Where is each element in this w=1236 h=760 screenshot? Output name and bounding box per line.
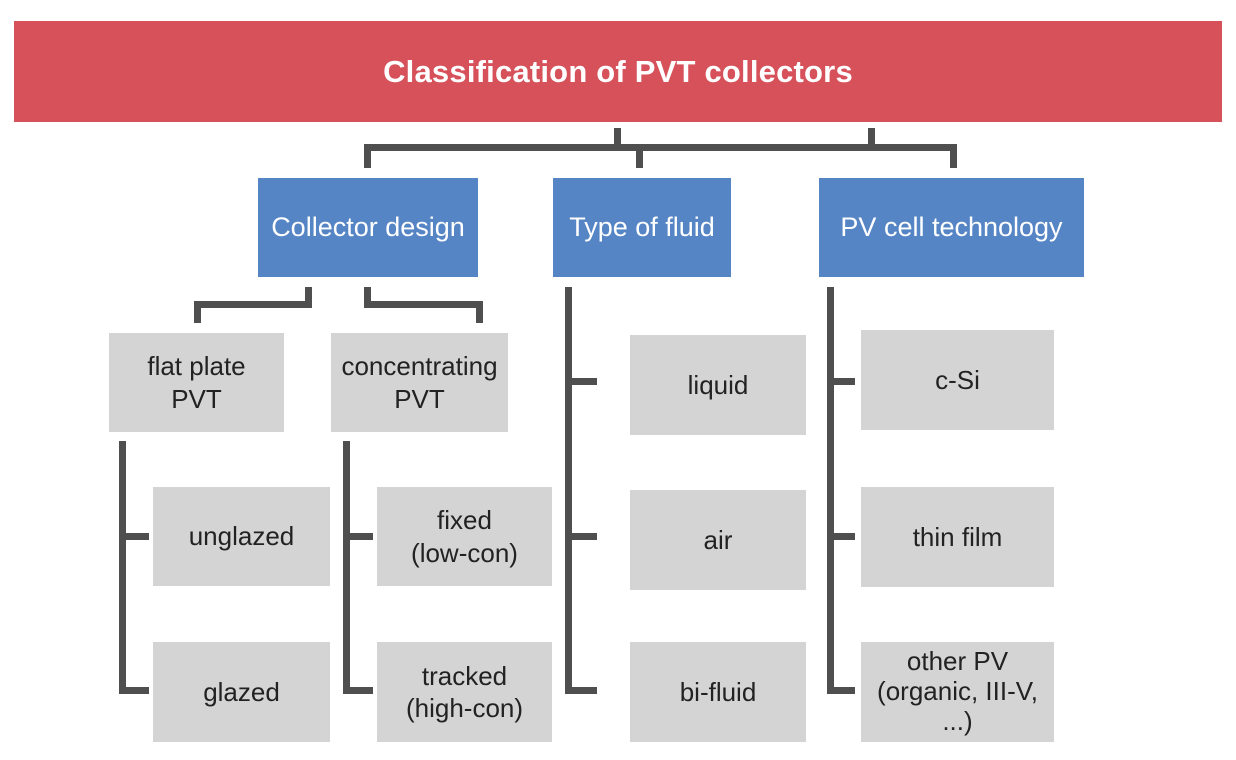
leaf-bi-fluid: bi-fluid [630,642,806,742]
connector [343,687,373,694]
connector [364,144,957,151]
connector [827,533,855,540]
connector [194,301,201,323]
connector [364,287,371,305]
connector [950,144,957,168]
connector [343,533,373,540]
connector [868,128,875,145]
connector [565,378,597,385]
leaf-thin-film: thin film [861,487,1054,587]
leaf-glazed: glazed [153,642,330,742]
connector [636,144,643,168]
concentrating-label-line2: PVT [394,383,445,414]
leaf-c-si: c-Si [861,330,1054,430]
connector [827,287,834,694]
connector [565,287,572,694]
leaf-air: air [630,490,806,590]
connector [305,287,312,305]
connector [827,378,855,385]
connector [476,301,483,323]
leaf-fixed-low-con: fixed (low-con) [377,487,552,586]
leaf-other-pv: other PV (organic, III-V, ...) [861,642,1054,742]
leaf-liquid: liquid [630,335,806,435]
connector [119,687,149,694]
concentrating-pvt-box: concentrating PVT [331,333,508,432]
flat-plate-label-line2: PVT [171,383,222,414]
connector [119,533,149,540]
leaf-unglazed: unglazed [153,487,330,586]
flat-plate-label-line1: flat plate [147,351,246,381]
connector [364,144,371,168]
connector [565,687,597,694]
connector [364,301,483,308]
connector [119,441,126,694]
connector [565,533,597,540]
connector [194,301,312,308]
connector [343,441,350,694]
diagram-title: Classification of PVT collectors [14,21,1222,122]
category-type-of-fluid: Type of fluid [553,178,731,277]
connector [827,687,855,694]
connector [614,128,621,145]
category-collector-design: Collector design [258,178,478,277]
concentrating-label-line1: concentrating [341,351,498,381]
flat-plate-pvt-box: flat plate PVT [109,333,284,432]
leaf-tracked-high-con: tracked (high-con) [377,642,552,742]
category-pv-cell-technology: PV cell technology [819,178,1084,277]
